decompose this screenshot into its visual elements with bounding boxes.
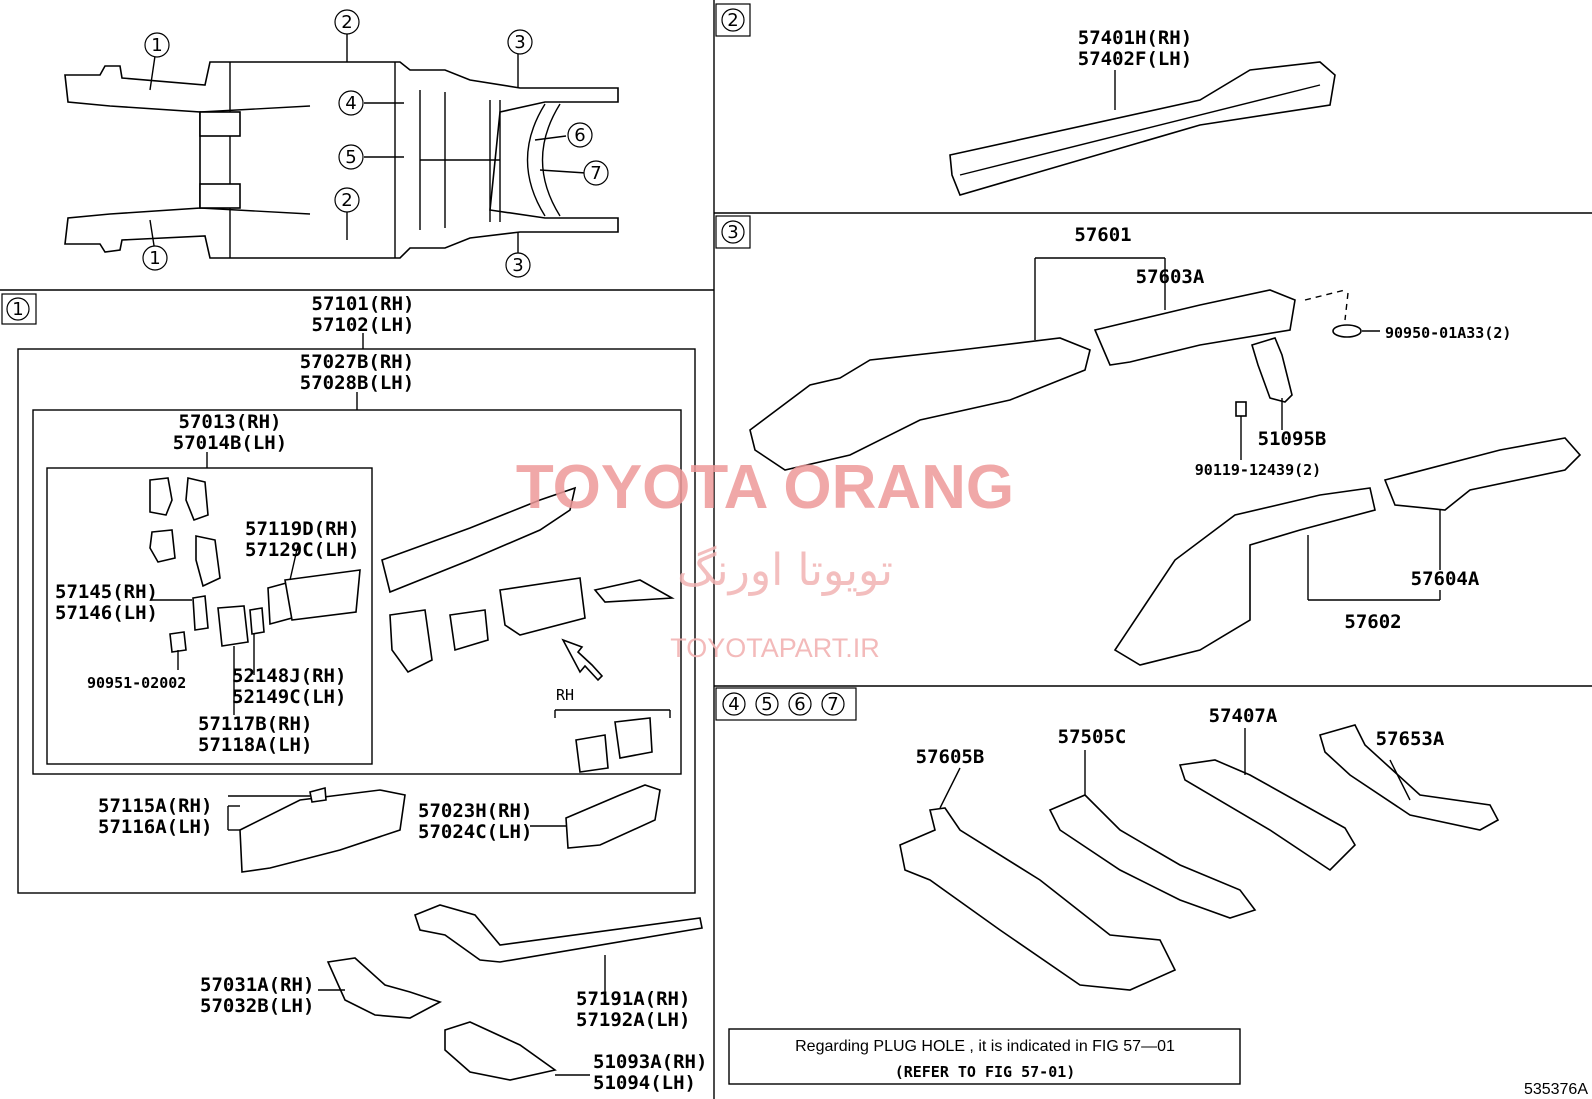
- label-90119: 90119-12439(2): [1195, 461, 1321, 479]
- label-57401: 57401H(RH): [1078, 27, 1192, 49]
- label-52149: 52149C(LH): [232, 686, 346, 708]
- label-57402: 57402F(LH): [1078, 48, 1192, 70]
- label-57604A: 57604A: [1411, 568, 1480, 590]
- svg-text:6: 6: [794, 694, 805, 715]
- watermark-brand: TOYOTA ORANG: [516, 453, 1014, 522]
- section-1-diagram: [17, 333, 703, 1081]
- section-tab-4567: 4 5 6 7: [715, 687, 857, 721]
- label-57118: 57118A(LH): [198, 734, 312, 756]
- svg-text:5: 5: [345, 147, 356, 168]
- label-57601: 57601: [1074, 224, 1131, 246]
- label-57102: 57102(LH): [312, 314, 415, 336]
- svg-text:7: 7: [590, 163, 601, 184]
- note-line-2: (REFER TO FIG 57-01): [895, 1063, 1076, 1081]
- section-2-diagram: [949, 61, 1336, 196]
- label-57024: 57024C(LH): [418, 821, 532, 843]
- watermark-persian: تویوتا اورنگ: [677, 545, 893, 596]
- label-57602: 57602: [1344, 611, 1401, 633]
- underbody-overview: 1 2 3 4 5 6 7 2 1 3: [64, 9, 619, 278]
- label-57407A: 57407A: [1209, 705, 1278, 727]
- svg-text:1: 1: [12, 299, 23, 320]
- svg-text:6: 6: [574, 125, 585, 146]
- plug-hole-note: Regarding PLUG HOLE , it is indicated in…: [728, 1028, 1241, 1085]
- label-57031: 57031A(RH): [200, 974, 314, 996]
- label-57101: 57101(RH): [312, 293, 415, 315]
- figure-id: 535376A: [1524, 1081, 1588, 1098]
- label-57129: 57129C(LH): [245, 539, 359, 561]
- label-57023: 57023H(RH): [418, 800, 532, 822]
- label-57116: 57116A(LH): [98, 816, 212, 838]
- section-3-diagram: [749, 257, 1582, 666]
- label-57146: 57146(LH): [55, 602, 158, 624]
- svg-text:4: 4: [728, 694, 739, 715]
- svg-text:1: 1: [151, 35, 162, 56]
- svg-text:5: 5: [761, 694, 772, 715]
- label-57145: 57145(RH): [55, 581, 158, 603]
- watermark-site: TOYOTAPART.IR: [670, 633, 880, 663]
- label-57028: 57028B(LH): [300, 372, 414, 394]
- svg-text:4: 4: [345, 93, 356, 114]
- label-57014: 57014B(LH): [173, 432, 287, 454]
- section-4567-diagram: [899, 724, 1500, 991]
- label-57117: 57117B(RH): [198, 713, 312, 735]
- svg-text:2: 2: [341, 12, 352, 33]
- label-57013: 57013(RH): [179, 411, 282, 433]
- svg-text:3: 3: [514, 32, 525, 53]
- watermark: TOYOTA ORANG تویوتا اورنگ TOYOTAPART.IR: [516, 453, 1014, 663]
- label-57192: 57192A(LH): [576, 1009, 690, 1031]
- svg-text:7: 7: [827, 694, 838, 715]
- section-tab-2: 2: [715, 3, 751, 37]
- label-51095B: 51095B: [1258, 428, 1327, 450]
- note-line-1: Regarding PLUG HOLE , it is indicated in…: [795, 1038, 1175, 1055]
- part-labels: 57101(RH) 57102(LH) 57027B(RH) 57028B(LH…: [55, 27, 1511, 1094]
- label-57191: 57191A(RH): [576, 988, 690, 1010]
- label-57603A: 57603A: [1136, 266, 1205, 288]
- label-rh: RH: [556, 686, 574, 704]
- label-57505C: 57505C: [1058, 726, 1127, 748]
- label-57605B: 57605B: [916, 746, 985, 768]
- section-tab-1: 1: [1, 293, 37, 325]
- label-57119: 57119D(RH): [245, 518, 359, 540]
- label-52148: 52148J(RH): [232, 665, 346, 687]
- svg-text:2: 2: [341, 190, 352, 211]
- label-90950: 90950-01A33(2): [1385, 324, 1511, 342]
- label-57027: 57027B(RH): [300, 351, 414, 373]
- label-57115: 57115A(RH): [98, 795, 212, 817]
- label-51094: 51094(LH): [593, 1072, 696, 1094]
- svg-text:3: 3: [727, 222, 738, 243]
- label-57032: 57032B(LH): [200, 995, 314, 1017]
- svg-text:2: 2: [727, 10, 738, 31]
- label-57653A: 57653A: [1376, 728, 1445, 750]
- svg-text:1: 1: [149, 248, 160, 269]
- label-90951: 90951-02002: [87, 674, 186, 692]
- svg-text:3: 3: [512, 255, 523, 276]
- label-51093: 51093A(RH): [593, 1051, 707, 1073]
- section-tab-3: 3: [715, 215, 751, 249]
